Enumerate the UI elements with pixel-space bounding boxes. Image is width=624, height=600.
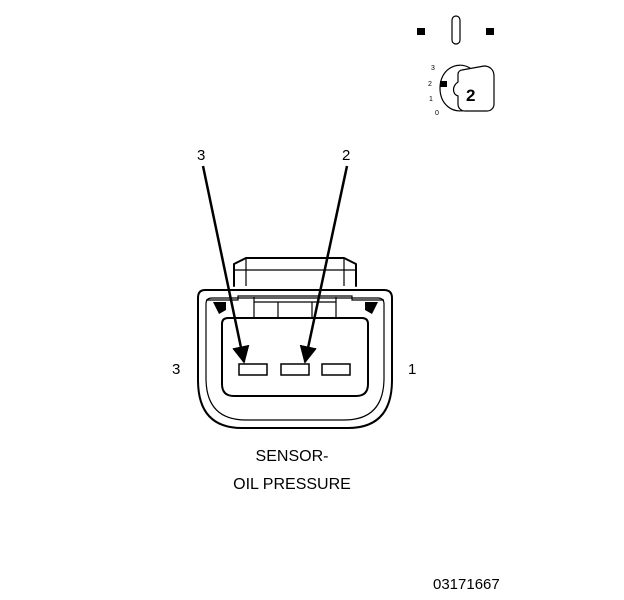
key-number: 2 (466, 86, 475, 105)
key-scale-label-1: 1 (429, 96, 433, 103)
key-scale-label-0: 0 (435, 110, 439, 117)
figure-number: 03171667 (433, 576, 500, 593)
key-scale-label-2: 2 (428, 81, 432, 88)
connector-title-line2: OIL PRESSURE (233, 476, 351, 493)
callout-label-3: 3 (197, 147, 205, 164)
key-icon: 3 2 1 0 2 (428, 64, 495, 117)
key-rotary-arc (439, 64, 471, 112)
connector-left-notch (213, 302, 226, 314)
callout-arrow-3 (201, 165, 250, 364)
key-scale-label-3: 3 (431, 65, 435, 72)
square-symbol-left (417, 28, 425, 35)
connector-top-rail (206, 295, 384, 301)
connector-latch (233, 257, 357, 287)
callout-label-2: 2 (342, 147, 350, 164)
pin-label-left: 3 (172, 361, 180, 378)
pin-cavity-3 (238, 363, 268, 376)
connector-outer-shell (197, 289, 393, 429)
key-body (452, 65, 495, 112)
connector-inner-shell (205, 297, 385, 421)
pill-symbol (451, 15, 461, 45)
connector-body (197, 257, 393, 429)
pin-cavity-2 (280, 363, 310, 376)
pin-cavity-1 (321, 363, 351, 376)
status-legend (417, 15, 494, 45)
callout-arrows (201, 165, 349, 364)
pin-label-right: 1 (408, 361, 416, 378)
callout-arrow-2 (299, 165, 349, 364)
square-symbol-right (486, 28, 494, 35)
connector-title-line1: SENSOR- (256, 448, 329, 465)
connector-right-notch (365, 302, 378, 314)
connector-pin-face (221, 317, 369, 397)
key-position-marker (440, 81, 447, 87)
